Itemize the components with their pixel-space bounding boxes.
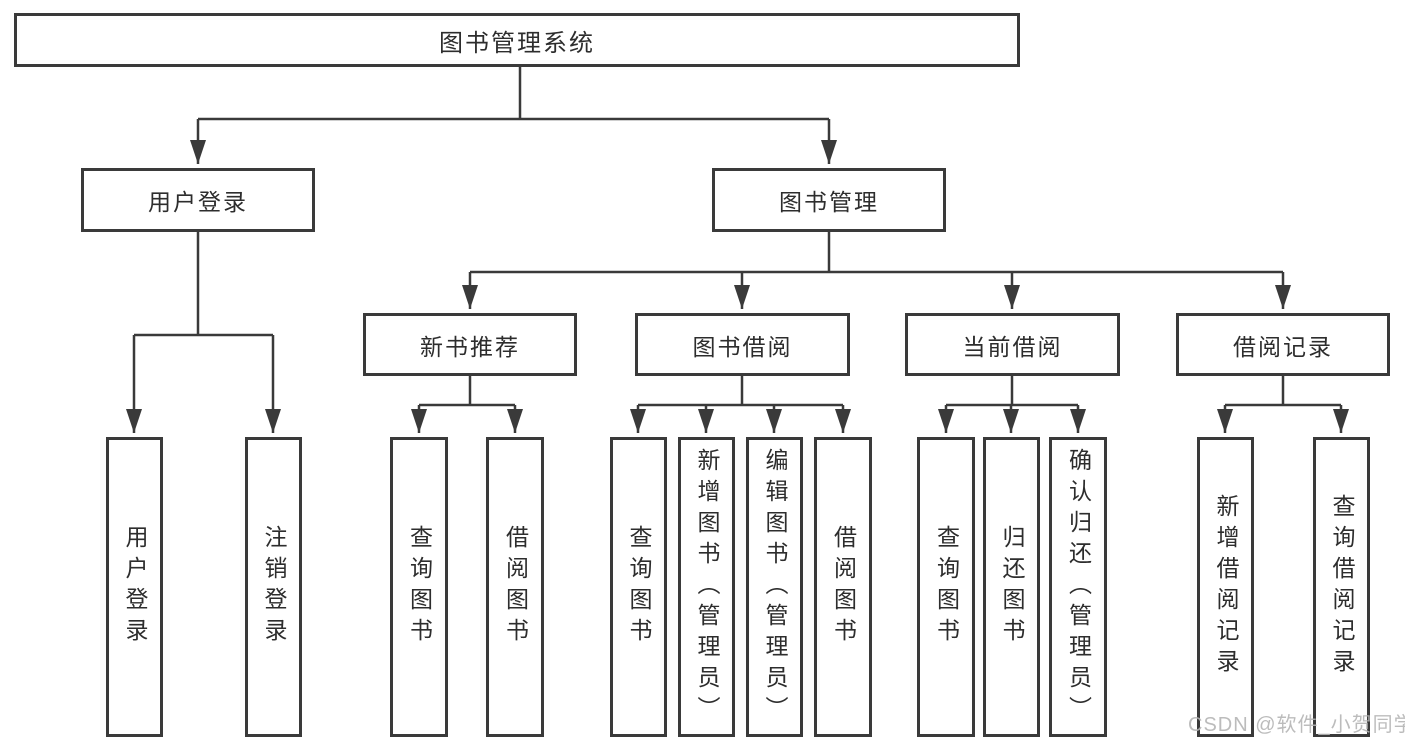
node-label: 归还图书 (999, 525, 1025, 649)
leaf-query-books-current: 查询图书 (917, 437, 975, 737)
leaf-return-books: 归还图书 (983, 437, 1040, 737)
node-label: 确认归还（管理员） (1065, 447, 1092, 727)
node-new-book-recommendation: 新书推荐 (363, 313, 577, 376)
node-label: 借阅记录 (1233, 333, 1333, 360)
node-label: 图书管理系统 (439, 29, 595, 57)
node-borrowing-records: 借阅记录 (1176, 313, 1390, 376)
leaf-borrow-books-rec: 借阅图书 (486, 437, 544, 737)
node-user-login: 用户登录 (81, 168, 315, 232)
node-current-borrowing: 当前借阅 (905, 313, 1120, 376)
leaf-query-books-borrow: 查询图书 (610, 437, 667, 737)
tree-branch-lines (134, 67, 1341, 407)
node-label: 新增借阅记录 (1213, 494, 1239, 680)
leaf-query-borrow-record: 查询借阅记录 (1313, 437, 1370, 737)
node-book-borrowing: 图书借阅 (635, 313, 850, 376)
node-label: 图书借阅 (692, 333, 793, 360)
node-label: 用户登录 (122, 525, 148, 649)
node-label: 查询图书 (406, 525, 433, 649)
node-label: 图书管理 (779, 189, 879, 215)
leaf-add-borrow-record: 新增借阅记录 (1197, 437, 1254, 737)
node-label: 查询借阅记录 (1329, 494, 1355, 680)
node-label: 查询图书 (626, 525, 652, 649)
node-label: 注销登录 (261, 525, 287, 649)
leaf-confirm-return-admin: 确认归还（管理员） (1049, 437, 1107, 737)
node-label: 借阅图书 (830, 525, 857, 649)
leaf-edit-books-admin: 编辑图书（管理员） (746, 437, 803, 737)
leaf-query-books-rec: 查询图书 (390, 437, 448, 737)
csdn-watermark: CSDN @软件_小贺同学 (1188, 714, 1405, 736)
leaf-logout: 注销登录 (245, 437, 302, 737)
leaf-add-books-admin: 新增图书（管理员） (678, 437, 735, 737)
node-label: 编辑图书（管理员） (762, 447, 788, 727)
node-book-management: 图书管理 (712, 168, 946, 232)
node-label: 用户登录 (148, 189, 248, 215)
node-label: 新书推荐 (420, 333, 520, 360)
node-label: 查询图书 (933, 525, 960, 649)
node-library-management-system: 图书管理系统 (14, 13, 1020, 67)
node-label: 当前借阅 (962, 333, 1063, 360)
node-label: 新增图书（管理员） (694, 447, 720, 727)
node-label: 借阅图书 (502, 525, 529, 649)
leaf-user-login: 用户登录 (106, 437, 163, 737)
leaf-borrow-books: 借阅图书 (814, 437, 872, 737)
